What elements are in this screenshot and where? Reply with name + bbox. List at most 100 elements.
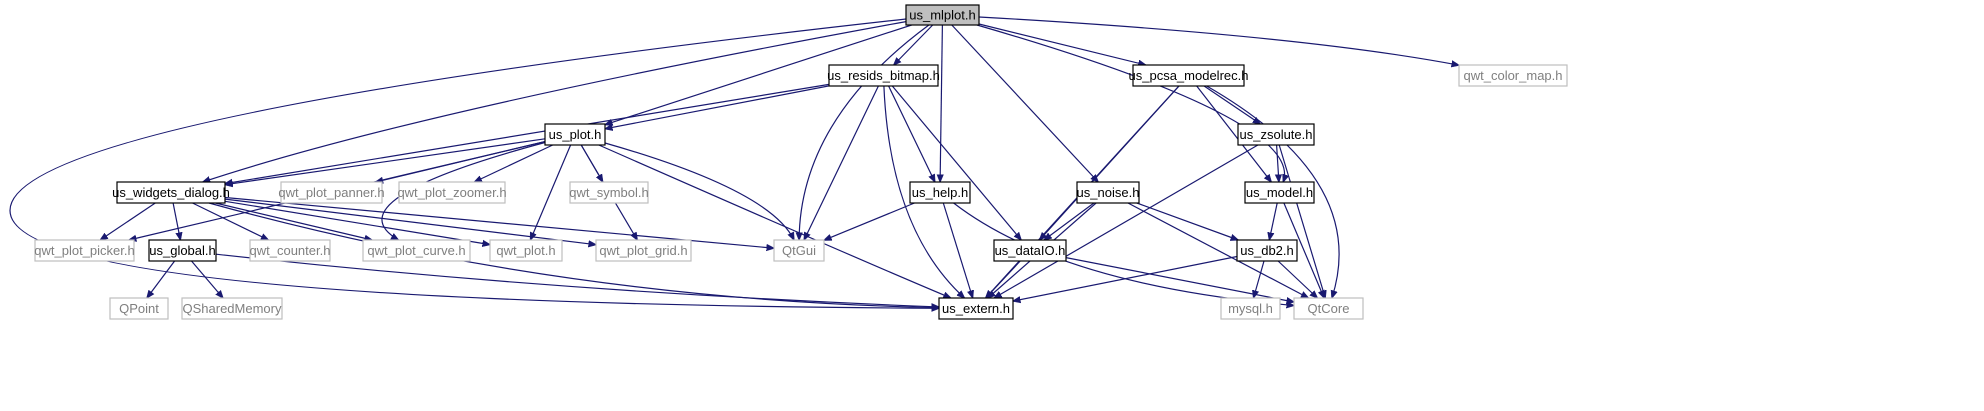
node-label: us_global.h bbox=[149, 243, 216, 258]
node-qwt-color-map: qwt_color_map.h bbox=[1458, 64, 1568, 87]
edge-us_pcsa_modelrec-to-QtCore bbox=[1206, 85, 1340, 298]
node-qwt-plot-panner: qwt_plot_panner.h bbox=[278, 181, 385, 204]
node-box bbox=[1237, 123, 1315, 146]
edge-us_plot-to-us_widgets_dialog bbox=[225, 138, 546, 185]
node-box bbox=[1458, 64, 1568, 87]
node-us-db2[interactable]: us_db2.h bbox=[1236, 239, 1298, 262]
node-box bbox=[398, 181, 506, 204]
node-box bbox=[362, 239, 471, 262]
edge-us_noise-to-us_db2 bbox=[1136, 202, 1238, 240]
edge-us_help-to-QtGui bbox=[824, 202, 915, 241]
edge-us_plot-to-qwt_plot_zoomer bbox=[474, 144, 553, 182]
node-box bbox=[905, 4, 980, 26]
edge-us_mlplot-to-us_model bbox=[976, 24, 1285, 182]
edge-us_widgets_dialog-to-QtGui bbox=[224, 196, 774, 249]
node-box bbox=[34, 239, 135, 262]
node-label: qwt_plot.h bbox=[496, 243, 555, 258]
node-label: qwt_plot_grid.h bbox=[599, 243, 687, 258]
edge-us_global-to-us_extern bbox=[215, 253, 939, 307]
node-box bbox=[1132, 64, 1245, 87]
node-box bbox=[1076, 181, 1140, 204]
node-us-resids-bitmap[interactable]: us_resids_bitmap.h bbox=[827, 64, 940, 87]
edge-us_resids_bitmap-to-us_extern bbox=[883, 85, 965, 298]
node-box bbox=[280, 181, 383, 204]
node-box bbox=[993, 239, 1067, 262]
edge-us_widgets_dialog-to-qwt_plot_grid bbox=[224, 198, 596, 245]
edge-us_widgets_dialog-to-qwt_counter bbox=[192, 202, 269, 240]
edge-us_resids_bitmap-to-us_plot bbox=[605, 85, 830, 129]
node-box bbox=[595, 239, 692, 262]
node-label: qwt_plot_curve.h bbox=[367, 243, 465, 258]
node-QtGui: QtGui bbox=[773, 239, 825, 262]
node-label: qwt_plot_picker.h bbox=[34, 243, 134, 258]
node-label: us_mlplot.h bbox=[909, 7, 975, 22]
node-us-dataIO[interactable]: us_dataIO.h bbox=[993, 239, 1067, 262]
edge-us_global-to-QPoint bbox=[147, 260, 176, 298]
node-us-help[interactable]: us_help.h bbox=[909, 181, 971, 204]
edge-us_mlplot-to-qwt_color_map bbox=[978, 16, 1459, 65]
node-box bbox=[109, 297, 169, 320]
node-box bbox=[828, 64, 939, 87]
edge-layer bbox=[9, 16, 1459, 308]
node-us-plot[interactable]: us_plot.h bbox=[544, 123, 606, 146]
node-qwt-plot-grid: qwt_plot_grid.h bbox=[595, 239, 692, 262]
edge-us_db2-to-us_extern bbox=[1013, 255, 1238, 302]
node-label: us_pcsa_modelrec.h bbox=[1129, 68, 1249, 83]
node-qwt-plot-zoomer: qwt_plot_zoomer.h bbox=[397, 181, 507, 204]
node-box bbox=[249, 239, 331, 262]
edge-us_model-to-us_db2 bbox=[1269, 202, 1278, 240]
node-box bbox=[1244, 181, 1315, 204]
edge-us_dataIO-to-us_extern bbox=[986, 260, 1021, 298]
node-label: us_extern.h bbox=[942, 301, 1010, 316]
edge-us_mlplot-to-us_noise bbox=[951, 24, 1098, 182]
node-layer: us_mlplot.h us_resids_bitmap.h us_pcsa_mod… bbox=[34, 4, 1568, 320]
node-label: QtGui bbox=[782, 243, 816, 258]
node-label: qwt_plot_zoomer.h bbox=[397, 185, 506, 200]
node-us-pcsa-modelrec[interactable]: us_pcsa_modelrec.h bbox=[1129, 64, 1249, 87]
node-label: us_db2.h bbox=[1240, 243, 1294, 258]
node-box bbox=[181, 297, 283, 320]
edge-us_pcsa_modelrec-to-us_zsolute bbox=[1203, 85, 1260, 124]
node-box bbox=[773, 239, 825, 262]
node-label: us_zsolute.h bbox=[1240, 127, 1313, 142]
edge-us_model-to-QtCore bbox=[1283, 202, 1325, 298]
node-us-zsolute[interactable]: us_zsolute.h bbox=[1237, 123, 1315, 146]
edge-us_help-to-us_extern bbox=[942, 202, 972, 298]
node-us-global[interactable]: us_global.h bbox=[148, 239, 217, 262]
node-us-extern[interactable]: us_extern.h bbox=[938, 297, 1014, 320]
node-box bbox=[544, 123, 606, 146]
node-us-mlplot[interactable]: us_mlplot.h bbox=[905, 4, 980, 26]
node-QtCore: QtCore bbox=[1293, 297, 1364, 320]
node-label: us_noise.h bbox=[1077, 185, 1140, 200]
node-box bbox=[1236, 239, 1298, 262]
edge-us_plot-to-us_extern bbox=[598, 144, 951, 299]
edge-us_mlplot-to-us_plot bbox=[605, 24, 912, 125]
node-QPoint: QPoint bbox=[109, 297, 169, 320]
node-label: us_widgets_dialog.h bbox=[112, 185, 230, 200]
node-us-model[interactable]: us_model.h bbox=[1244, 181, 1315, 204]
node-label: us_resids_bitmap.h bbox=[827, 68, 940, 83]
edge-us_zsolute-to-QtCore bbox=[1278, 144, 1325, 298]
node-label: us_dataIO.h bbox=[995, 243, 1066, 258]
edge-us_mlplot-to-us_resids_bitmap bbox=[894, 24, 934, 65]
node-us-noise[interactable]: us_noise.h bbox=[1076, 181, 1140, 204]
edge-us_widgets_dialog-to-qwt_plot bbox=[224, 200, 490, 244]
edge-us_mlplot-to-QtGui bbox=[799, 24, 930, 240]
edge-us_widgets_dialog-to-us_extern bbox=[208, 202, 939, 308]
node-label: qwt_counter.h bbox=[250, 243, 331, 258]
edge-us_pcsa_modelrec-to-us_model bbox=[1196, 85, 1272, 182]
node-mysql: mysql.h bbox=[1220, 297, 1281, 320]
node-box bbox=[569, 181, 649, 204]
edge-us_noise-to-QtCore bbox=[1127, 202, 1309, 298]
edge-us_zsolute-to-us_extern bbox=[994, 144, 1259, 298]
node-box bbox=[116, 181, 226, 204]
node-us-widgets-dialog[interactable]: us_widgets_dialog.h bbox=[112, 181, 230, 204]
node-box bbox=[489, 239, 563, 262]
node-box bbox=[909, 181, 971, 204]
node-label: us_plot.h bbox=[549, 127, 602, 142]
node-label: mysql.h bbox=[1228, 301, 1273, 316]
edge-us_mlplot-to-us_widgets_dialog bbox=[203, 21, 907, 182]
node-label: QtCore bbox=[1308, 301, 1350, 316]
edge-us_db2-to-QtCore bbox=[1277, 260, 1317, 298]
edge-us_resids_bitmap-to-us_widgets_dialog bbox=[225, 83, 830, 183]
